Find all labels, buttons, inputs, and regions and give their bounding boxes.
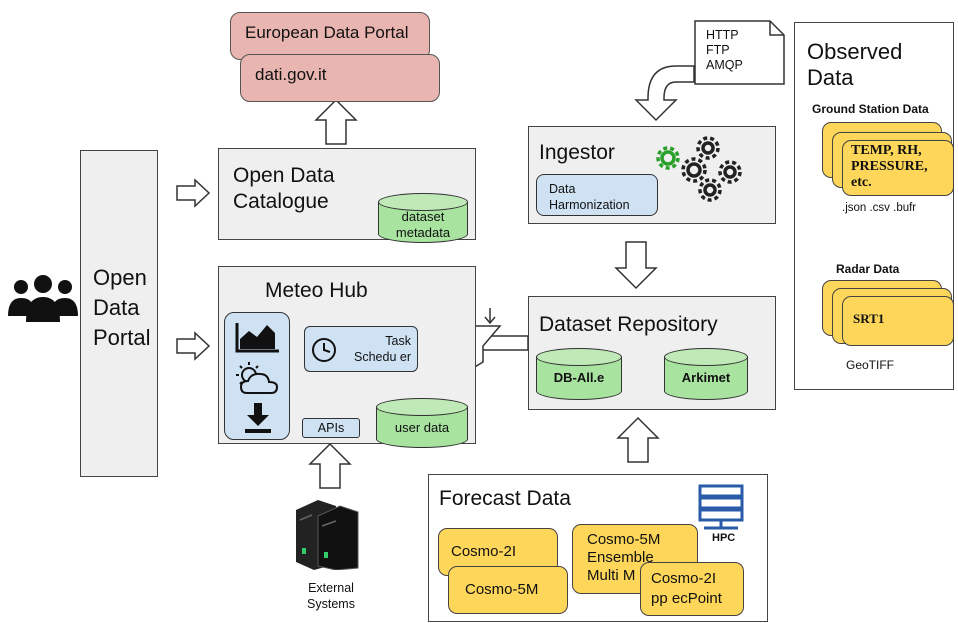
external-systems-line1: External [308,581,354,595]
hpc-icon [698,484,744,530]
ground-line3: etc. [851,175,872,190]
dati-gov-it: dati.gov.it [240,54,440,102]
arkimet-label: Arkimet [681,370,731,385]
catalogue-title-2: Catalogue [233,190,329,213]
chart-icon [235,323,279,353]
cosmo-2i-label: Cosmo-2I [451,543,517,560]
ensemble-line1: Cosmo-5M [587,531,661,548]
arrow-portal-to-meteohub [176,332,210,360]
arkimet-db: Arkimet [664,348,748,400]
gears-icon [656,136,742,202]
data-harmonization-line1: Data [549,182,576,196]
apis-label: APIs [317,421,345,435]
ensemble-line3: Multi M [587,567,636,584]
cosmo-2i-ecpoint-model: Cosmo-2I pp ecPoint [640,562,744,616]
data-harmonization: Data Harmonization [536,174,658,216]
ensemble-line2: Ensemble [587,549,654,566]
data-harmonization-line2: Harmonization [549,198,630,212]
arrow-protocols-to-ingestor [634,65,695,122]
ground-station-title: Ground Station Data [812,102,929,116]
cosmo-5m-model: Cosmo-5M [448,566,568,614]
users-icon [8,275,78,322]
external-systems-line2: Systems [307,597,355,611]
ecpoint-line1: Cosmo-2I [651,570,717,587]
portal-label-2: Data [93,295,140,320]
ground-line2: PRESSURE, [851,159,928,174]
observed-title-2: Data [807,65,854,90]
user-data-db: user data [376,398,468,448]
task-scheduler-line1: Task [385,334,411,348]
meteo-tools-panel [224,312,290,440]
portal-label-1: Open [93,265,147,290]
forecast-title: Forecast Data [439,487,571,510]
radar-card-3: SRT1 [842,296,954,346]
weather-icon [236,362,279,394]
arrow-forecast-to-repository [617,417,659,463]
protocols-note [694,20,785,85]
hpc-label: HPC [712,532,736,544]
dataset-metadata-db: dataset metadata [378,193,468,243]
dataset-metadata-line2: metadata [395,225,451,240]
ingestor-title: Ingestor [539,141,615,164]
db-alle-label: DB-All.e [553,370,605,385]
cosmo-5m-label: Cosmo-5M [465,581,539,598]
ground-formats: .json .csv .bufr [842,202,917,214]
download-icon [245,403,271,433]
catalogue-title-1: Open Data [233,164,335,187]
protocol-http: HTTP [706,28,739,42]
dati-gov-it-label: dati.gov.it [255,65,327,84]
meteo-hub-title: Meteo Hub [265,279,368,302]
protocol-ftp: FTP [706,43,730,57]
ecpoint-line2: pp ecPoint [651,590,722,607]
radar-format: GeoTIFF [846,358,895,372]
user-data-label: user data [394,420,450,435]
task-scheduler-line2: Schedu er [354,350,411,364]
apis: APIs [302,418,360,438]
clock-icon [312,338,336,362]
task-scheduler: Task Schedu er [304,326,418,372]
ground-card-3: TEMP, RH, PRESSURE, etc. [842,140,954,196]
european-data-portal: European Data Portal [230,12,430,60]
radar-label: SRT1 [853,311,885,326]
dataset-repository-title: Dataset Repository [539,313,718,336]
european-data-portal-label: European Data Portal [245,23,409,42]
observed-title-1: Observed [807,39,903,64]
open-data-portal: Open Data Portal [80,150,158,477]
db-alle-db: DB-All.e [536,348,622,400]
arrow-ingestor-to-repository [615,241,657,289]
portal-label-3: Portal [93,325,151,350]
radar-title: Radar Data [836,262,900,276]
ground-line1: TEMP, RH, [851,143,922,158]
dataset-metadata-line1: dataset [401,209,445,224]
arrow-external-to-apis [309,443,351,489]
servers-icon [296,500,359,570]
arrow-catalogue-to-portals [315,99,357,145]
protocol-amqp: AMQP [706,58,743,72]
arrow-portal-to-catalogue [176,179,210,207]
